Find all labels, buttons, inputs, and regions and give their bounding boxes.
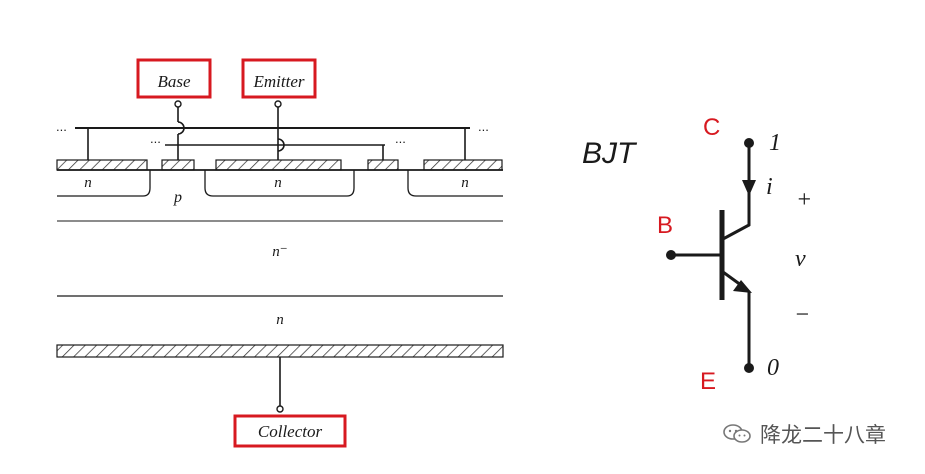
contact-pad: [161, 159, 195, 171]
bjt-title: BJT: [582, 137, 638, 170]
voltage-label: v: [795, 246, 806, 272]
collector-metal: [56, 344, 504, 358]
collector-terminal-dot: [276, 405, 284, 413]
contact-pad: [423, 159, 503, 171]
contact-pad: [56, 159, 148, 171]
base-label: Base: [157, 72, 191, 91]
terminal-c-label: C: [703, 114, 720, 141]
n-well-left: [57, 170, 151, 197]
node-bottom-label: 0: [767, 355, 779, 381]
collector-slant: [721, 223, 751, 241]
base-terminal-dot: [174, 100, 182, 108]
ellipsis-base-left: ...: [150, 131, 161, 146]
base-lead-hop: [177, 121, 185, 135]
emitter-node: [744, 363, 754, 373]
watermark-text: 降龙二十八章: [760, 423, 886, 447]
plus-sign: +: [796, 187, 812, 213]
ellipsis-left: ...: [56, 119, 67, 134]
region-n-left: n: [84, 175, 92, 191]
emitter-lead-hop: [277, 138, 285, 152]
device-cross-section: [56, 100, 504, 413]
bjt-symbol: [666, 138, 756, 373]
current-label: i: [766, 174, 773, 200]
collector-node: [744, 138, 754, 148]
collector-label-box: [233, 414, 347, 448]
watermark: 降龙二十八章: [722, 420, 886, 448]
emitter-terminal-dot: [274, 100, 282, 108]
region-n-minus: n⁻: [272, 244, 287, 260]
contact-pad: [215, 159, 342, 171]
base-label-box: [136, 58, 212, 99]
minus-sign: −: [794, 302, 810, 328]
region-p: p: [173, 189, 182, 206]
emitter-label: Emitter: [253, 72, 305, 91]
base-node: [666, 250, 676, 260]
collector-label: Collector: [258, 422, 323, 441]
region-n-buffer: n: [276, 312, 284, 328]
current-arrow: [742, 180, 756, 196]
node-top-label: 1: [769, 130, 781, 156]
wechat-icon: [723, 424, 751, 443]
region-n-right: n: [461, 175, 469, 191]
ellipsis-right: ...: [478, 119, 489, 134]
region-n-center: n: [274, 175, 282, 191]
terminal-e-label: E: [700, 368, 716, 395]
terminal-b-label: B: [657, 212, 673, 239]
ellipsis-base-right: ...: [395, 131, 406, 146]
emitter-label-box: [241, 58, 317, 99]
contact-pad: [367, 159, 399, 171]
n-well-center: [204, 170, 355, 197]
emitter-arrow: [733, 280, 752, 293]
n-well-right: [407, 170, 503, 197]
